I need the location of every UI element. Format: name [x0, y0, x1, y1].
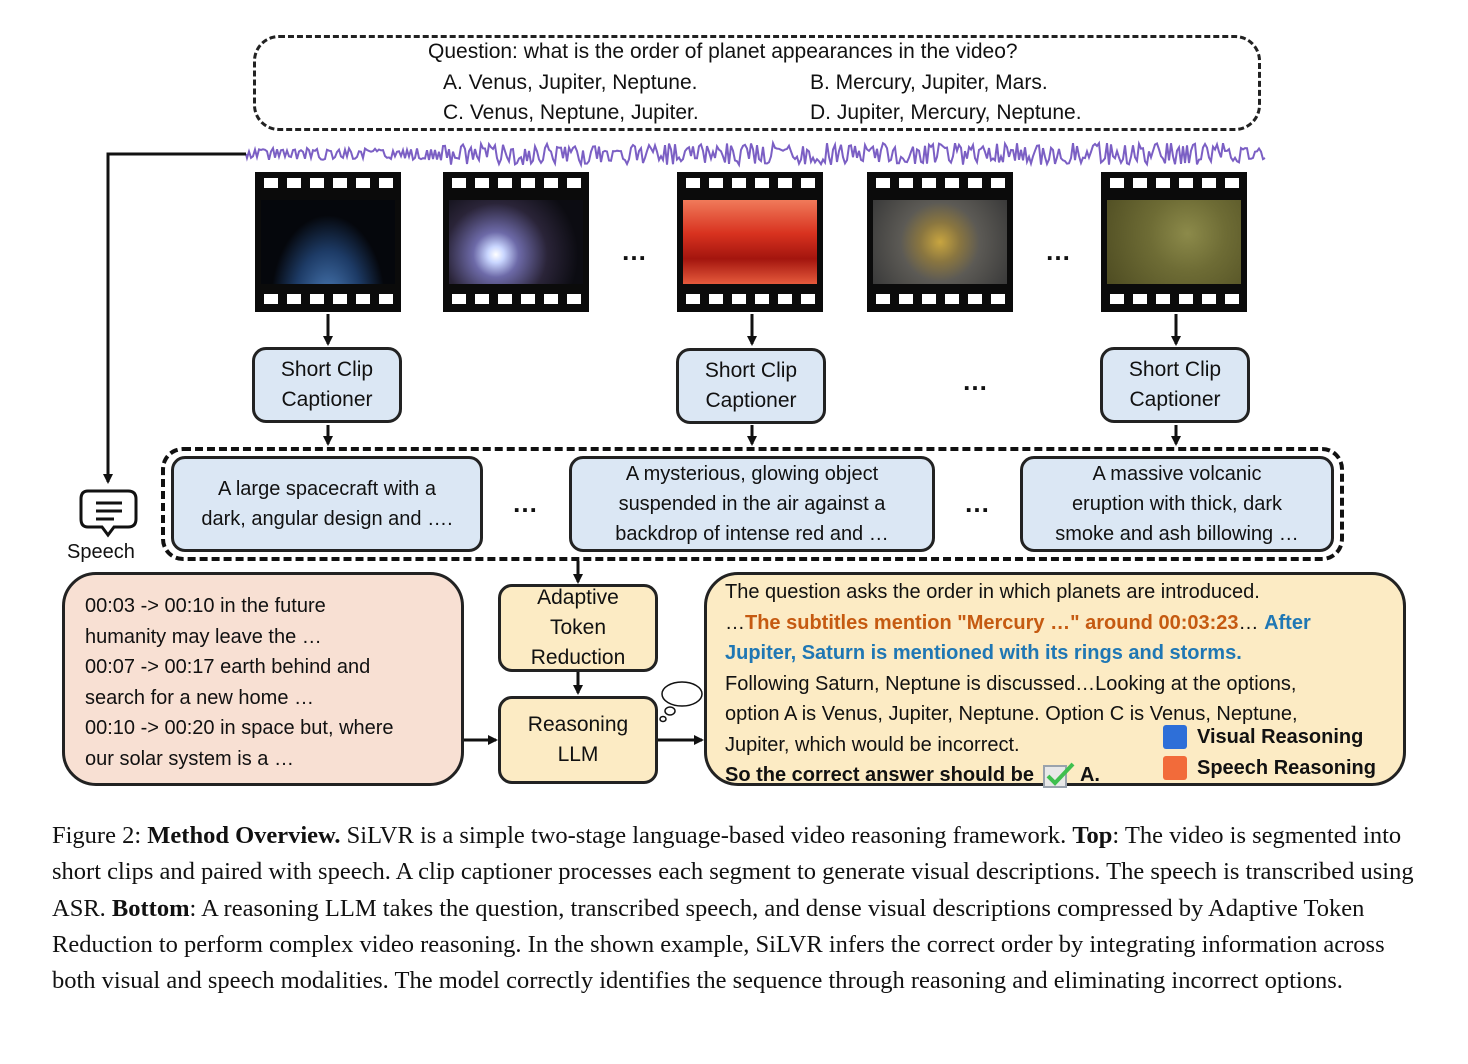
final-answer-text: So the correct answer should be	[725, 764, 1034, 786]
caption-text: : The video is segmented into short clip…	[52, 822, 1414, 922]
thought-cloud-icon	[659, 681, 703, 723]
final-answer-line: So the correct answer should be A.	[725, 760, 1403, 791]
frames-ellipsis-1: …	[621, 236, 647, 266]
reasoning-llm-line: LLM	[557, 743, 599, 766]
reasoning-line: The question asks the order in which pla…	[725, 581, 1260, 603]
visual-description-1: A large spacecraft with a dark, angular …	[171, 456, 483, 552]
transcript-line: 00:07 -> 00:17 earth behind and	[85, 656, 371, 678]
reasoning-prefix: …	[725, 611, 745, 634]
question-text: Question: what is the order of planet ap…	[428, 40, 1018, 63]
speech-transcript: 00:03 -> 00:10 in the future humanity ma…	[62, 572, 464, 786]
transcript-line: search for a new home …	[85, 686, 314, 709]
caption-bottom-label: Bottom	[111, 894, 190, 922]
visual-description-3: A massive volcanic eruption with thick, …	[1020, 456, 1334, 552]
reasoning-line: option A is Venus, Jupiter, Neptune. Opt…	[725, 703, 1298, 725]
transcript-line: 00:10 -> 00:20 in space but, where	[85, 717, 394, 739]
description-line: A mysterious, glowing object	[625, 463, 879, 485]
caption-text: SiLVR is a simple two-stage language-bas…	[340, 822, 1073, 849]
short-clip-captioner-1: Short Clip Captioner	[252, 347, 402, 423]
checkbox-checked-icon	[1042, 762, 1075, 789]
captioner-label-line1: Short Clip	[280, 358, 374, 381]
description-line: dark, angular design and ….	[201, 508, 453, 530]
captioner-label-line2: Captioner	[1129, 388, 1221, 411]
diagram-connectors	[103, 139, 1266, 745]
token-reduction-line: Reduction	[530, 646, 626, 669]
visual-descriptions-group	[161, 447, 1344, 561]
visual-reasoning-text: After	[1264, 611, 1311, 634]
legend-swatch-visual	[1163, 725, 1187, 749]
legend-speech: Speech Reasoning	[1163, 756, 1376, 780]
description-line: A large spacecraft with a	[218, 478, 436, 500]
legend-label: Visual Reasoning	[1197, 725, 1364, 748]
short-clip-captioner-3: Short Clip Captioner	[1100, 347, 1250, 423]
caption-top-label: Top	[1072, 822, 1113, 849]
option-b: B. Mercury, Jupiter, Mars.	[810, 71, 1048, 94]
reasoning-llm: Reasoning LLM	[498, 696, 658, 784]
caption-text: : A reasoning LLM takes the question, tr…	[52, 894, 1385, 995]
visual-reasoning-text-2: Jupiter, Saturn is mentioned with its ri…	[725, 642, 1242, 664]
description-line: backdrop of intense red and …	[615, 523, 889, 545]
visual-description-2: A mysterious, glowing object suspended i…	[569, 456, 935, 552]
figure-caption: Figure 2: Method Overview. SiLVR is a si…	[52, 818, 1418, 999]
reasoning-llm-line: Reasoning	[527, 713, 629, 736]
adaptive-token-reduction: Adaptive Token Reduction	[498, 584, 658, 672]
description-line: eruption with thick, dark	[1071, 493, 1283, 515]
reasoning-line: Following Saturn, Neptune is discussed…L…	[725, 672, 1297, 695]
reasoning-line: Jupiter, which would be incorrect.	[725, 733, 1020, 756]
video-frame-5	[1101, 172, 1247, 312]
legend-visual: Visual Reasoning	[1163, 725, 1363, 749]
frames-ellipsis-2: …	[1045, 236, 1071, 266]
transcript-line: our solar system is a …	[85, 747, 294, 770]
captioner-label-line1: Short Clip	[1128, 358, 1222, 381]
description-line: smoke and ash billowing …	[1055, 523, 1299, 545]
transcript-line: humanity may leave the …	[85, 625, 322, 648]
captioner-label-line2: Captioner	[705, 389, 797, 412]
legend-swatch-speech	[1163, 756, 1187, 780]
token-reduction-line: Token	[549, 616, 607, 639]
description-line: A massive volcanic	[1092, 463, 1262, 485]
transcript-line: 00:03 -> 00:10 in the future	[85, 595, 326, 617]
video-frame-3	[677, 172, 823, 312]
captioner-label-line2: Captioner	[281, 388, 373, 411]
speech-reasoning-text: The subtitles mention "Mercury …" around…	[745, 611, 1239, 634]
speech-branch-arrow	[103, 152, 246, 484]
speech-label: Speech	[67, 541, 135, 563]
legend-label: Speech Reasoning	[1197, 756, 1376, 779]
caption-label: Figure 2:	[52, 822, 142, 849]
reasoning-line-2: …The subtitles mention "Mercury …" aroun…	[725, 608, 1403, 639]
description-line: suspended in the air against a	[618, 493, 886, 515]
caption-title: Method Overview.	[147, 822, 341, 849]
question-box	[253, 35, 1261, 131]
reasoning-output: The question asks the order in which pla…	[704, 572, 1406, 789]
token-reduction-line: Adaptive	[537, 586, 619, 609]
captioner-ellipsis: …	[962, 366, 988, 396]
short-clip-captioner-2: Short Clip Captioner	[676, 348, 826, 424]
description-ellipsis-1: …	[512, 488, 538, 518]
reasoning-mid: …	[1238, 611, 1265, 634]
video-frame-2	[443, 172, 589, 312]
video-frame-4	[867, 172, 1013, 312]
option-a: A. Venus, Jupiter, Neptune.	[443, 71, 698, 94]
option-c: C. Venus, Neptune, Jupiter.	[443, 101, 699, 124]
video-frame-1	[255, 172, 401, 312]
option-d: D. Jupiter, Mercury, Neptune.	[810, 101, 1082, 124]
description-ellipsis-2: …	[964, 488, 990, 518]
speech-bubble-icon	[79, 489, 138, 538]
final-answer-letter: A.	[1079, 764, 1100, 786]
captioner-label-line1: Short Clip	[704, 359, 798, 382]
audio-waveform	[245, 139, 1266, 169]
